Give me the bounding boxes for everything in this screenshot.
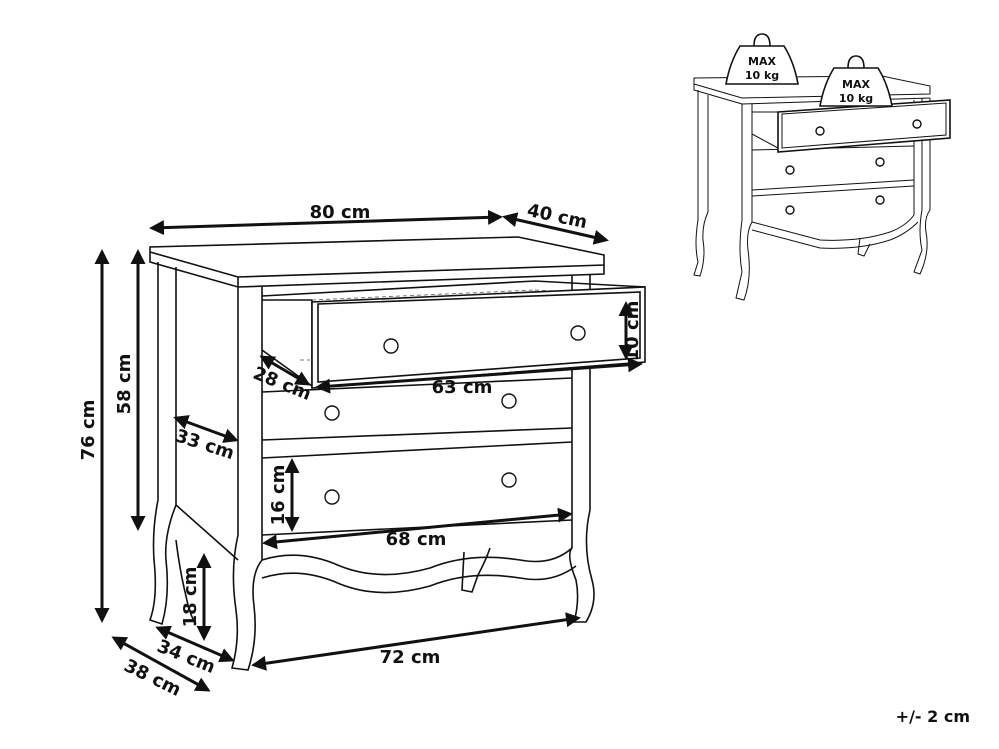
drawer-knob xyxy=(501,472,517,488)
weight-icon: MAX 10 kg xyxy=(725,33,799,85)
front-height-label: 16 cm xyxy=(268,465,289,526)
height-total-label: 76 cm xyxy=(78,400,99,461)
tolerance-note: +/- 2 cm xyxy=(896,707,970,726)
drawer-depth-arrow xyxy=(259,355,311,386)
drawer-knob xyxy=(324,405,340,421)
front-width-arrow xyxy=(262,507,573,550)
drawer-knob xyxy=(501,393,517,409)
weight-value-label: 10 kg xyxy=(839,92,873,105)
weight-icon: MAX 10 kg xyxy=(819,55,893,107)
drawer-knob xyxy=(324,489,340,505)
dresser-top xyxy=(149,236,605,288)
drawer-height-label: 10 cm xyxy=(622,301,643,362)
depth-arrow xyxy=(502,212,609,245)
weight-max-label: MAX xyxy=(748,55,776,68)
side-depth-arrow xyxy=(173,415,239,443)
open-drawer xyxy=(261,280,646,389)
base-depth-outer-arrow xyxy=(111,636,211,692)
weight-value-label: 10 kg xyxy=(745,69,779,82)
dresser-left-side xyxy=(148,262,239,626)
drawer-width-label: 63 cm xyxy=(432,377,493,398)
base-width-label: 72 cm xyxy=(380,647,441,668)
small-dresser xyxy=(693,75,951,301)
width-arrow xyxy=(149,209,503,236)
load-illustration: MAX 10 kg MAX 10 kg xyxy=(693,33,951,301)
base-width-arrow xyxy=(251,612,581,671)
dimension-arrows xyxy=(94,209,643,692)
front-width-label: 68 cm xyxy=(386,529,447,550)
side-depth-label: 33 cm xyxy=(173,425,237,464)
width-label: 80 cm xyxy=(310,202,371,223)
drawer-width-arrow xyxy=(315,357,643,394)
weight-max-label: MAX xyxy=(842,78,870,91)
leg-height-label: 18 cm xyxy=(180,567,201,628)
drawer-knob xyxy=(570,325,586,341)
bottom-drawer xyxy=(261,441,573,536)
height-body-label: 58 cm xyxy=(114,354,135,415)
drawer-knob xyxy=(383,338,399,354)
